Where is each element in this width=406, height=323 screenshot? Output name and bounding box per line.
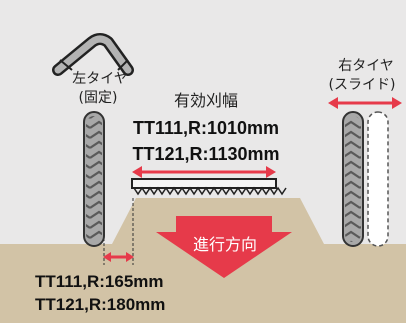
left-tire-label: 左タイヤ (72, 71, 128, 87)
handlebar-icon (52, 33, 134, 76)
tt111-width-label: TT111,R:1010mm (133, 118, 279, 138)
left-tire-icon (83, 111, 105, 247)
right-tire-ghost-outline (367, 111, 389, 247)
right-tire-icon (342, 111, 364, 247)
effective-width-arrow (132, 166, 276, 178)
right-tire-note: (スライド) (329, 77, 396, 93)
tt121-width-label: TT121,R:1130mm (132, 144, 279, 164)
tt111-offset-label: TT111,R:165mm (35, 272, 164, 291)
effective-width-title: 有効刈幅 (174, 91, 238, 110)
direction-label: 進行方向 (193, 235, 257, 254)
offset-arrow (103, 252, 134, 262)
cutter-blade-icon (131, 178, 287, 196)
left-tire-note: (固定) (79, 90, 118, 106)
tt121-offset-label: TT121,R:180mm (35, 295, 165, 314)
right-tire-label: 右タイヤ (338, 58, 394, 74)
direction-arrow-icon (156, 216, 292, 278)
slide-arrow (328, 97, 402, 109)
